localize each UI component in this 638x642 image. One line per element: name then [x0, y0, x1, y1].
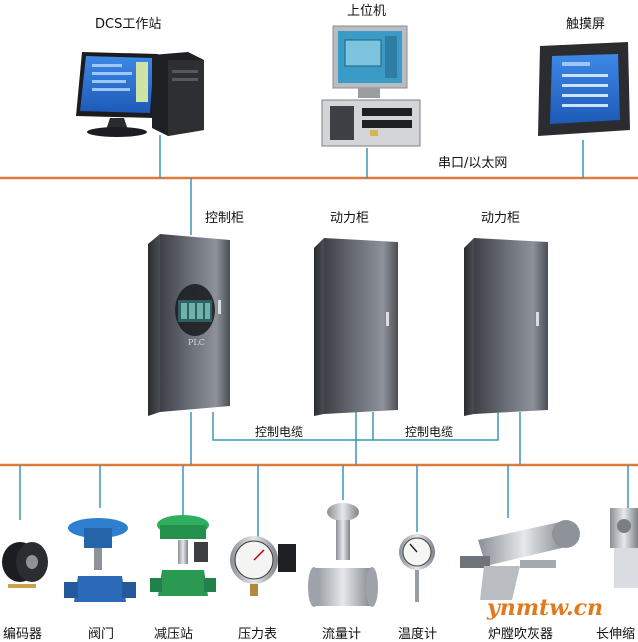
device-label-retract: 长伸缩: [596, 627, 636, 642]
power-cabinet-1: [314, 238, 398, 416]
cable-label-2: 控制电缆: [405, 425, 454, 439]
watermark: ynmtw.cn: [487, 595, 603, 621]
touch-screen-label: 触摸屏: [566, 17, 606, 32]
long-retractable-device: [610, 508, 638, 588]
device-label-gauge: 压力表: [238, 627, 278, 642]
flowmeter-device: [308, 503, 378, 607]
device-label-valve: 阀门: [88, 627, 115, 642]
soot-blower-device: [460, 520, 580, 600]
pressure-reducer-device: [150, 515, 216, 596]
control-cabinet: PLC: [148, 234, 230, 416]
device-label-thermometer: 温度计: [398, 627, 438, 642]
pressure-gauge-device: [230, 536, 296, 596]
host-computer-label: 上位机: [347, 4, 387, 19]
power-cabinet-1-side: [314, 238, 324, 416]
bus-lines: [0, 176, 638, 467]
thermometer-device: [399, 534, 435, 602]
power-cabinet-2-label: 动力柜: [481, 211, 521, 226]
touch-screen: [538, 42, 630, 136]
device-label-flowmeter: 流量计: [322, 627, 362, 642]
valve-device: [64, 518, 136, 602]
power-cabinet-2: [464, 238, 548, 416]
device-label-sootblower: 炉膛吹灰器: [488, 627, 554, 642]
plc-window: [175, 284, 215, 336]
link-lines: [19, 135, 629, 538]
dcs-workstation-label: DCS工作站: [95, 17, 162, 32]
cable-label-1: 控制电缆: [255, 425, 304, 439]
control-cabinet-label: 控制柜: [205, 211, 245, 226]
device-label-reducer: 减压站: [154, 627, 194, 642]
device-label-encoder: 编码器: [3, 627, 43, 642]
power-cabinet-2-front: [474, 238, 548, 414]
plc-text: PLC: [188, 338, 205, 347]
dcs-workstation: [76, 52, 204, 137]
bus-label: 串口/以太网: [438, 156, 508, 171]
power-cabinet-2-side: [464, 238, 474, 416]
power-cabinet-1-front: [324, 238, 398, 414]
host-computer: [321, 25, 421, 147]
encoder-device: [2, 542, 48, 588]
control-cabinet-side: [148, 234, 160, 416]
dcs-monitor-screen: [80, 56, 154, 113]
power-cabinet-1-label: 动力柜: [330, 211, 370, 226]
